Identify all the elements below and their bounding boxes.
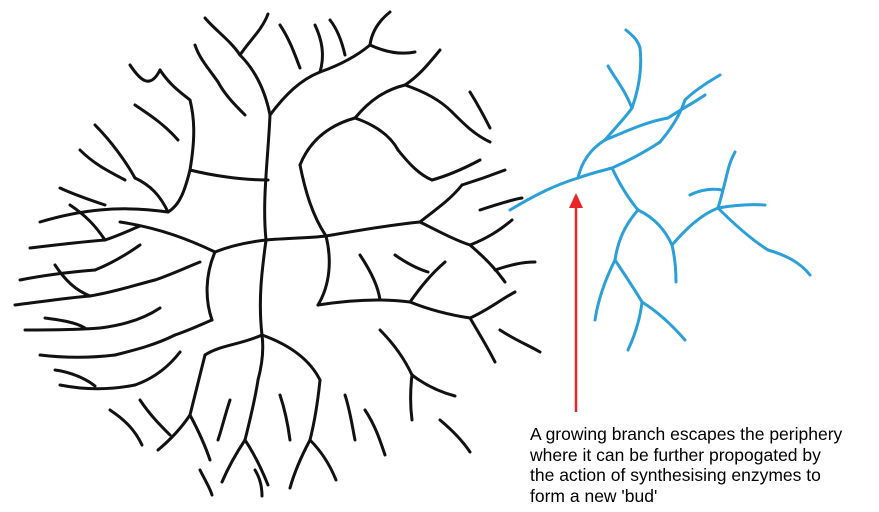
escaped-branch: [510, 30, 810, 350]
caption-line: form a new 'bud': [530, 486, 875, 507]
caption-line: where it can be further propogated by: [530, 445, 875, 466]
caption: A growing branch escapes the periphery w…: [530, 424, 875, 506]
glycogen-like-structure: [15, 12, 540, 496]
caption-line: the action of synthesising enzymes to: [530, 465, 875, 486]
caption-line: A growing branch escapes the periphery: [530, 424, 875, 445]
red-arrow: [569, 193, 583, 412]
